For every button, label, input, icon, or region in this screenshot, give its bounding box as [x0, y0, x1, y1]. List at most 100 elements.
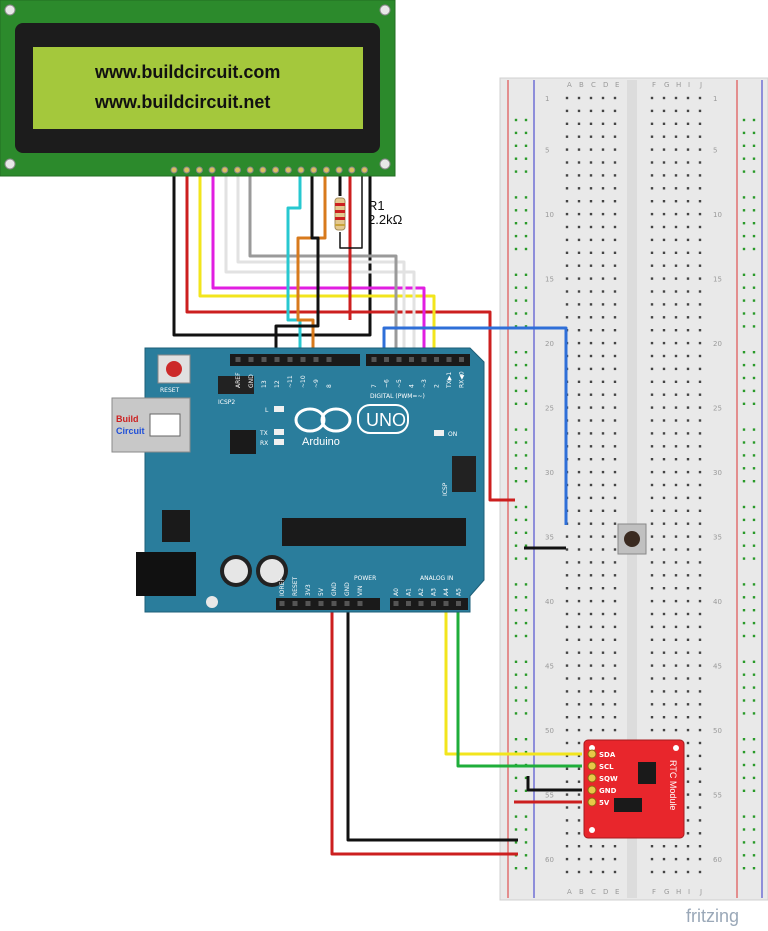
col-letter-e-bottom: E	[615, 888, 619, 896]
resistor-value: 2.2kΩ	[368, 212, 403, 227]
breadboard-holes	[514, 96, 756, 874]
rtc-pin-label: 5V	[599, 799, 610, 807]
digital-pin-label: TX▶1	[446, 372, 453, 389]
digital-pin-label: ~5	[396, 379, 403, 388]
wire-gnd-black	[346, 600, 518, 842]
led-on-label: ON	[448, 431, 457, 438]
col-letter-g-bottom: G	[664, 888, 669, 896]
lcd-module: www.buildcircuit.com www.buildcircuit.ne…	[0, 0, 396, 177]
resistor-name: R1	[368, 198, 385, 213]
row-number-right: 1	[713, 95, 717, 103]
rtc-title: RTC Module	[668, 760, 678, 810]
row-number-left: 1	[545, 95, 549, 103]
wire-scl-green	[456, 600, 582, 768]
power-label: POWER	[354, 575, 376, 582]
digital-pin-label: ~10	[300, 375, 307, 388]
rtc-pin-label: SDA	[599, 751, 616, 759]
row-number-left: 15	[545, 276, 554, 284]
row-number-left: 55	[545, 792, 554, 800]
rtc-pin-label: SQW	[599, 775, 618, 783]
rtc-pin-label: GND	[599, 787, 617, 795]
digital-pin-label: 4	[409, 384, 416, 388]
wire-lcd-grey	[248, 172, 398, 360]
row-number-left: 45	[545, 663, 554, 671]
analog-pin-label: A5	[456, 588, 463, 596]
col-letter-c: C	[591, 81, 596, 89]
col-letter-c-bottom: C	[591, 888, 596, 896]
breadboard-column-letters-top: A B C D E F G H I J	[567, 81, 702, 89]
usb-brand-build: Build	[116, 414, 139, 424]
digital-pin-label: 7	[371, 384, 378, 388]
row-number-left: 60	[545, 856, 554, 864]
col-letter-f: F	[652, 81, 656, 89]
row-number-left: 25	[545, 405, 554, 413]
power-pin-label: VIN	[357, 586, 364, 596]
col-letter-h: H	[676, 81, 681, 89]
col-letter-j: J	[699, 81, 702, 89]
col-letter-g: G	[664, 81, 669, 89]
digital-label: DIGITAL (PWM=~)	[370, 393, 425, 400]
row-number-left: 40	[545, 598, 554, 606]
digital-pin-label: 12	[274, 380, 281, 388]
usb-brand-circuit: Circuit	[116, 426, 145, 436]
row-number-right: 40	[713, 598, 722, 606]
wire-lcd-black-gnd	[274, 172, 320, 360]
led-tx-label: TX	[259, 430, 268, 437]
col-letter-b: B	[579, 81, 584, 89]
wire-lcd-vcc	[185, 172, 515, 502]
resistor-r1: R1 2.2kΩ	[334, 197, 403, 231]
wires	[172, 172, 582, 856]
col-letter-a: A	[567, 81, 572, 89]
row-number-left: 35	[545, 534, 554, 542]
digital-pin-label: ~9	[313, 379, 320, 388]
arduino-logo-text: Arduino	[302, 436, 340, 448]
power-pin-label: GND	[344, 582, 351, 596]
digital-pin-label: ~3	[421, 379, 428, 388]
digital-pin-label: 13	[261, 380, 268, 388]
col-letter-h-bottom: H	[676, 888, 681, 896]
row-number-right: 55	[713, 792, 722, 800]
led-rx-label: RX	[260, 440, 268, 447]
row-number-right: 5	[713, 147, 717, 155]
analog-pin-label: A2	[418, 588, 425, 596]
led-l-label: L	[265, 407, 269, 414]
atmega-chip	[282, 518, 466, 546]
row-number-right: 25	[713, 405, 722, 413]
col-letter-i-bottom: I	[688, 888, 690, 896]
lcd-line-1: www.buildcircuit.com	[94, 62, 280, 82]
row-number-right: 10	[713, 211, 722, 219]
col-letter-f-bottom: F	[652, 888, 656, 896]
lcd-line-2: www.buildcircuit.net	[94, 92, 270, 112]
row-number-right: 50	[713, 727, 722, 735]
fritzing-logo: fritzing	[686, 906, 739, 926]
digital-pin-label: GND	[248, 374, 255, 388]
analog-label: ANALOG IN	[420, 575, 453, 582]
col-letter-d: D	[603, 81, 608, 89]
digital-pin-label: AREF	[235, 372, 242, 388]
analog-pin-label: A3	[431, 588, 438, 596]
analog-pin-label: A1	[406, 588, 413, 596]
wire-lcd-white-2	[236, 172, 406, 360]
row-number-right: 20	[713, 340, 722, 348]
lcd-pin-header	[170, 166, 368, 174]
power-pin-label: RESET	[292, 576, 299, 596]
push-button	[617, 523, 647, 555]
digital-pin-label: 2	[434, 384, 441, 388]
analog-pin-label: A0	[393, 588, 400, 596]
digital-pin-label: RX◀0	[459, 371, 466, 388]
row-number-left: 10	[545, 211, 554, 219]
row-number-left: 5	[545, 147, 549, 155]
usb-chip	[230, 430, 256, 454]
row-number-left: 20	[545, 340, 554, 348]
wire-lcd-gnd	[172, 172, 372, 337]
col-letter-b-bottom: B	[579, 888, 584, 896]
wire-5v-red	[330, 600, 518, 856]
row-number-right: 35	[713, 534, 722, 542]
row-number-right: 60	[713, 856, 722, 864]
row-number-left: 50	[545, 727, 554, 735]
